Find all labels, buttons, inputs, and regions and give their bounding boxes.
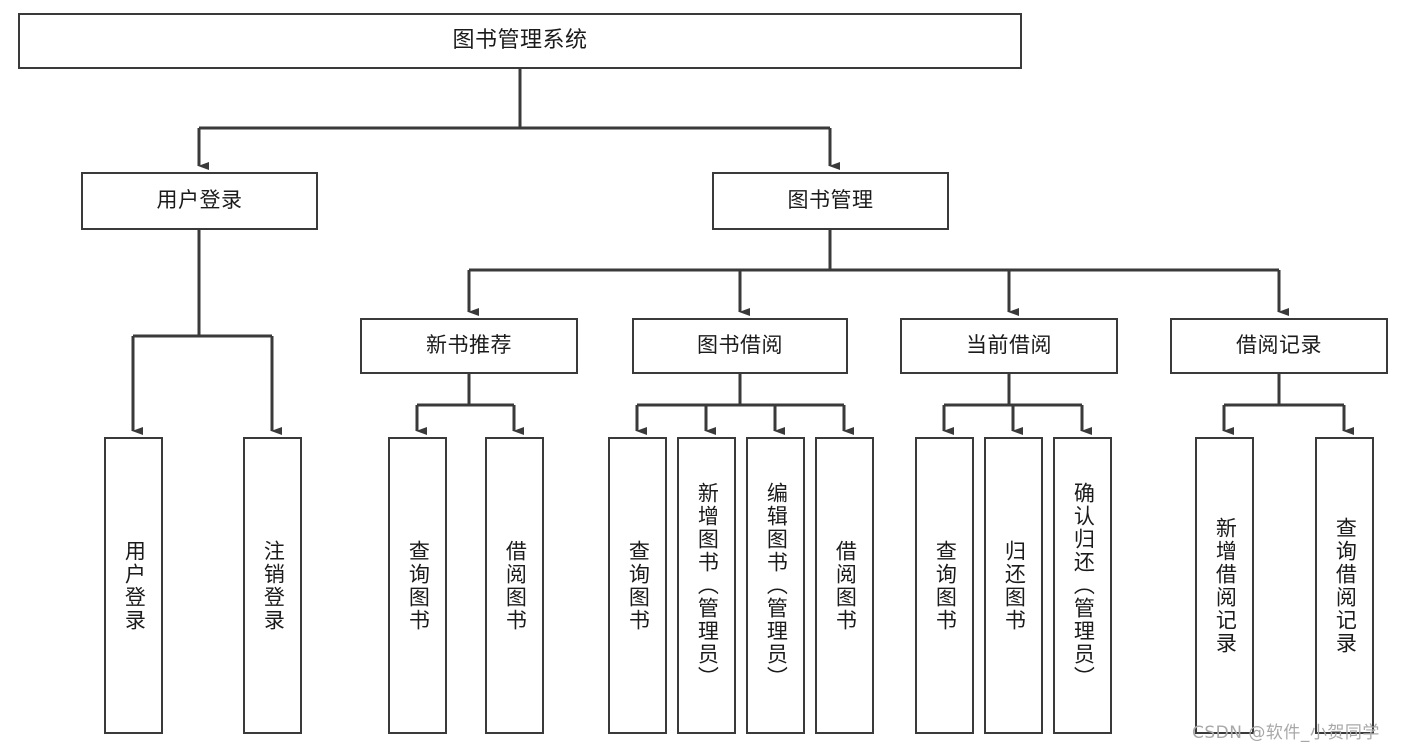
node-new-book-recommend-label: 新书推荐 bbox=[426, 333, 512, 358]
node-user-login-label: 用户登录 bbox=[156, 188, 243, 213]
node-leaf-borrow-book-2[interactable]: 借阅图书 bbox=[815, 437, 874, 734]
node-leaf-add-book-label: 新增图书（管理员） bbox=[695, 482, 720, 689]
node-root-label: 图书管理系统 bbox=[452, 27, 588, 53]
node-leaf-user-login[interactable]: 用户登录 bbox=[104, 437, 163, 734]
node-borrow-record-label: 借阅记录 bbox=[1236, 333, 1322, 358]
node-leaf-query-book-3[interactable]: 查询图书 bbox=[915, 437, 974, 734]
node-leaf-borrow-book-2-label: 借阅图书 bbox=[833, 539, 858, 632]
node-borrow-record[interactable]: 借阅记录 bbox=[1170, 318, 1388, 374]
node-leaf-borrow-book-1-label: 借阅图书 bbox=[503, 539, 528, 632]
node-leaf-query-record-label: 查询借阅记录 bbox=[1333, 516, 1358, 655]
node-leaf-query-book-1[interactable]: 查询图书 bbox=[388, 437, 447, 734]
node-leaf-confirm-return-label: 确认归还（管理员） bbox=[1071, 482, 1096, 689]
node-leaf-query-record[interactable]: 查询借阅记录 bbox=[1315, 437, 1374, 734]
node-leaf-return-book[interactable]: 归还图书 bbox=[984, 437, 1043, 734]
node-leaf-confirm-return[interactable]: 确认归还（管理员） bbox=[1053, 437, 1112, 734]
node-leaf-add-book[interactable]: 新增图书（管理员） bbox=[677, 437, 736, 734]
node-leaf-logout[interactable]: 注销登录 bbox=[243, 437, 302, 734]
watermark: CSDN @软件_小贺同学 bbox=[1192, 723, 1380, 743]
node-current-borrow[interactable]: 当前借阅 bbox=[900, 318, 1118, 374]
node-leaf-query-book-1-label: 查询图书 bbox=[406, 539, 431, 632]
node-leaf-add-record-label: 新增借阅记录 bbox=[1213, 516, 1238, 655]
node-book-borrow[interactable]: 图书借阅 bbox=[632, 318, 848, 374]
node-leaf-query-book-2-label: 查询图书 bbox=[626, 539, 651, 632]
node-leaf-borrow-book-1[interactable]: 借阅图书 bbox=[485, 437, 544, 734]
node-leaf-edit-book-label: 编辑图书（管理员） bbox=[764, 482, 789, 689]
node-root[interactable]: 图书管理系统 bbox=[18, 13, 1022, 69]
node-book-borrow-label: 图书借阅 bbox=[697, 333, 783, 358]
node-leaf-return-book-label: 归还图书 bbox=[1002, 539, 1027, 632]
node-leaf-query-book-3-label: 查询图书 bbox=[933, 539, 958, 632]
node-current-borrow-label: 当前借阅 bbox=[966, 333, 1052, 358]
node-book-manage-label: 图书管理 bbox=[787, 188, 874, 213]
node-leaf-logout-label: 注销登录 bbox=[261, 539, 286, 632]
node-user-login[interactable]: 用户登录 bbox=[81, 172, 318, 230]
node-new-book-recommend[interactable]: 新书推荐 bbox=[360, 318, 578, 374]
node-leaf-edit-book[interactable]: 编辑图书（管理员） bbox=[746, 437, 805, 734]
node-book-manage[interactable]: 图书管理 bbox=[712, 172, 949, 230]
node-leaf-query-book-2[interactable]: 查询图书 bbox=[608, 437, 667, 734]
node-leaf-user-login-label: 用户登录 bbox=[122, 539, 147, 632]
node-leaf-add-record[interactable]: 新增借阅记录 bbox=[1195, 437, 1254, 734]
